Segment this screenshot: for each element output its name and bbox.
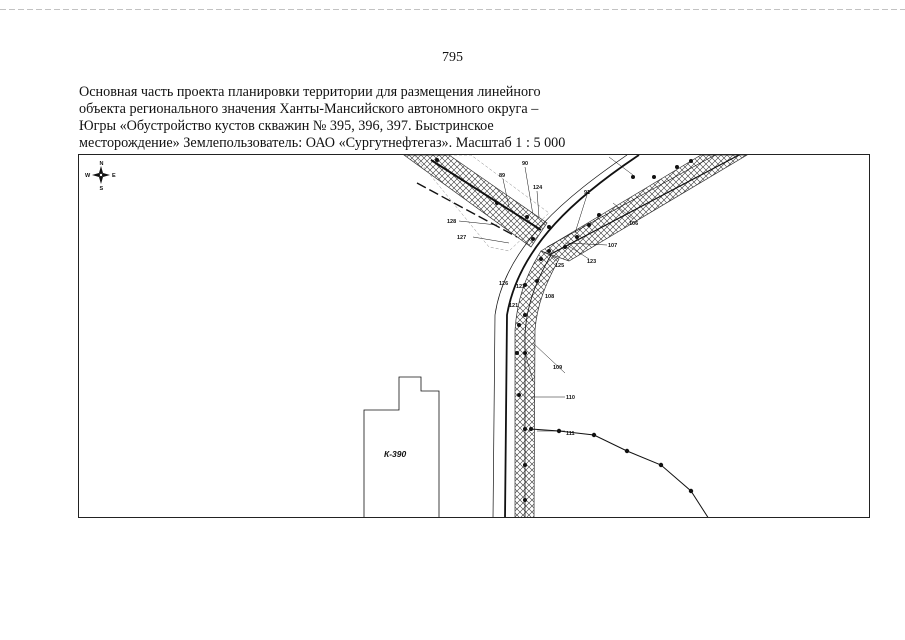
document-caption: Основная часть проекта планировки террит… xyxy=(79,84,639,152)
map-drawing: N S W E xyxy=(85,155,748,517)
label-108: 108 xyxy=(545,294,554,300)
land-plot-k390: К-390 xyxy=(363,376,440,517)
compass-e: E xyxy=(112,173,116,179)
label-126: 126 xyxy=(499,281,508,287)
label-91: 91 xyxy=(584,190,590,196)
planning-map: N S W E xyxy=(78,154,870,518)
label-89: 89 xyxy=(499,173,505,179)
leader-lines xyxy=(458,156,634,432)
label-92: 92 xyxy=(601,155,607,157)
label-124: 124 xyxy=(533,185,543,191)
compass-w: W xyxy=(85,173,91,179)
corridor-upper-left xyxy=(403,155,550,252)
label-106: 106 xyxy=(629,221,638,227)
caption-line-4: месторождение» Землепользователь: ОАО «С… xyxy=(79,135,566,151)
compass-s: S xyxy=(100,186,104,192)
label-127: 127 xyxy=(457,235,466,241)
label-90: 90 xyxy=(522,161,528,167)
label-125: 125 xyxy=(555,263,564,269)
point-labels: 90 89 124 91 92 106 128 127 107 125 123 … xyxy=(447,155,638,437)
corridor-vertices xyxy=(435,158,693,502)
corridor-upper-right xyxy=(540,155,748,262)
caption-line-2: объекта регионального значения Ханты-Ман… xyxy=(79,101,539,117)
page-number: 795 xyxy=(442,50,463,65)
label-109: 109 xyxy=(553,365,562,371)
corridor-lower xyxy=(514,250,560,517)
compass-rose-icon: N S W E xyxy=(85,161,116,192)
label-122: 122 xyxy=(516,284,525,290)
label-123: 123 xyxy=(587,259,596,265)
caption-line-3: Югры «Обустройство кустов скважин № 395,… xyxy=(79,118,494,134)
scan-artifact-line xyxy=(0,9,905,10)
plot-label: К-390 xyxy=(384,449,407,459)
label-107: 107 xyxy=(608,243,617,249)
main-road xyxy=(492,155,640,517)
label-121: 121 xyxy=(509,303,518,309)
caption-line-1: Основная часть проекта планировки террит… xyxy=(79,84,541,100)
compass-n: N xyxy=(100,161,104,167)
label-111: 111 xyxy=(566,431,575,437)
label-128: 128 xyxy=(447,219,456,225)
label-110: 110 xyxy=(566,395,575,401)
branch-line xyxy=(530,428,709,517)
